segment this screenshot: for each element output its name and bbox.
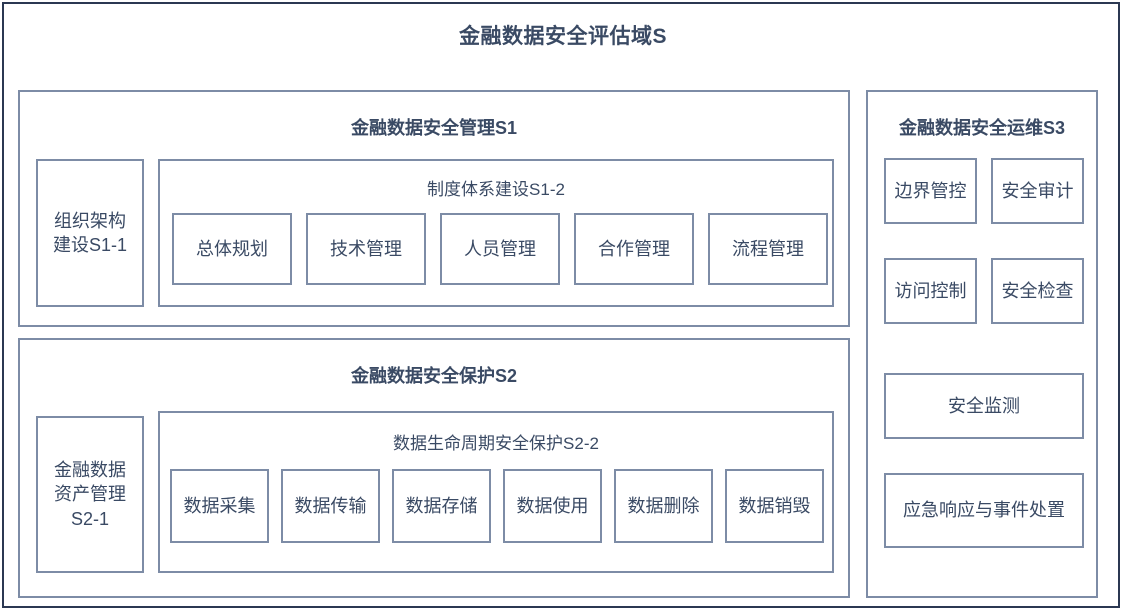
box-s1-2-item-personnel-management: 人员管理 bbox=[440, 213, 560, 285]
box-s1-2-item-cooperation-management: 合作管理 bbox=[574, 213, 694, 285]
box-s1-2-item-technical-management: 技术管理 bbox=[306, 213, 426, 285]
box-s2-1-data-asset-management: 金融数据 资产管理 S2-1 bbox=[36, 416, 144, 573]
subsection-panel-s1-2: 制度体系建设S1-2 总体规划 技术管理 人员管理 合作管理 流程管理 bbox=[158, 159, 834, 307]
box-s3-item-security-audit: 安全审计 bbox=[991, 158, 1084, 224]
subsection-title-s1-2: 制度体系建设S1-2 bbox=[427, 180, 565, 199]
box-s2-2-item-data-usage: 数据使用 bbox=[503, 469, 602, 543]
section-title-s1: 金融数据安全管理S1 bbox=[350, 118, 518, 138]
box-s3-item-emergency-response: 应急响应与事件处置 bbox=[884, 473, 1084, 548]
page-title: 金融数据安全评估域S bbox=[458, 25, 667, 48]
box-s3-item-boundary-control: 边界管控 bbox=[884, 158, 977, 224]
box-s1-2-item-process-management: 流程管理 bbox=[708, 213, 828, 285]
box-s2-2-item-data-transmission: 数据传输 bbox=[281, 469, 380, 543]
section-title-s2: 金融数据安全保护S2 bbox=[350, 366, 518, 386]
subsection-title-s2-2: 数据生命周期安全保护S2-2 bbox=[393, 434, 599, 453]
box-s1-2-item-overall-planning: 总体规划 bbox=[172, 213, 292, 285]
section-panel-s1: 金融数据安全管理S1 组织架构 建设S1-1 制度体系建设S1-2 总体规划 技… bbox=[18, 90, 850, 327]
box-s2-2-item-data-destruction: 数据销毁 bbox=[725, 469, 824, 543]
box-s3-item-security-inspection: 安全检查 bbox=[991, 258, 1084, 324]
subsection-panel-s2-2: 数据生命周期安全保护S2-2 数据采集 数据传输 数据存储 数据使用 数据删除 … bbox=[158, 411, 834, 573]
box-s2-2-item-data-storage: 数据存储 bbox=[392, 469, 491, 543]
box-s3-item-access-control: 访问控制 bbox=[884, 258, 977, 324]
section-panel-s2: 金融数据安全保护S2 金融数据 资产管理 S2-1 数据生命周期安全保护S2-2… bbox=[18, 338, 850, 598]
section-panel-s3: 金融数据安全运维S3 边界管控 安全审计 访问控制 安全检查 安全监测 应急响应… bbox=[866, 90, 1098, 598]
box-s2-2-item-data-collection: 数据采集 bbox=[170, 469, 269, 543]
box-s2-2-item-data-deletion: 数据删除 bbox=[614, 469, 713, 543]
box-s1-1-organization-structure: 组织架构 建设S1-1 bbox=[36, 159, 144, 307]
box-s3-item-security-monitoring: 安全监测 bbox=[884, 373, 1084, 439]
section-title-s3: 金融数据安全运维S3 bbox=[898, 118, 1066, 138]
